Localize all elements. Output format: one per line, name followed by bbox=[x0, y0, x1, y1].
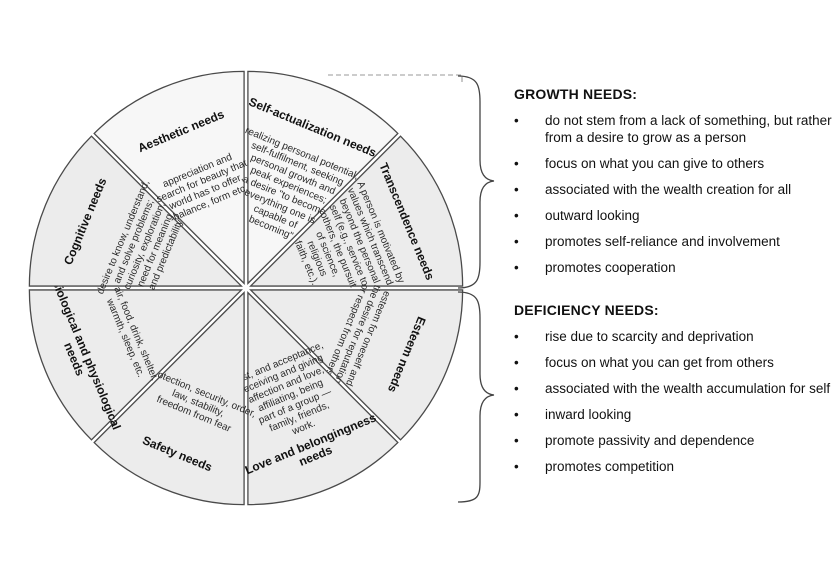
list-item-text: associated with the wealth creation for … bbox=[545, 182, 792, 197]
growth-brace bbox=[457, 75, 495, 289]
bullet: • bbox=[514, 381, 519, 396]
growth-needs-panel: GROWTH NEEDS: • do not stem from a lack o… bbox=[514, 86, 832, 285]
list-item-text: rise due to scarcity and deprivation bbox=[545, 329, 754, 344]
bullet: • bbox=[514, 156, 519, 171]
list-item-text: focus on what you can give to others bbox=[545, 156, 765, 171]
bullet: • bbox=[514, 113, 519, 128]
bullet: • bbox=[514, 355, 519, 370]
list-item: • outward looking bbox=[514, 207, 832, 224]
segment-love bbox=[247, 291, 399, 506]
bullet: • bbox=[514, 260, 519, 275]
segment-cognitive bbox=[28, 135, 243, 287]
segment-safety bbox=[93, 291, 245, 506]
list-item-text: associated with the wealth accumulation … bbox=[545, 381, 831, 396]
segment-biological bbox=[28, 289, 243, 441]
bullet: • bbox=[514, 433, 519, 448]
deficiency-brace bbox=[457, 291, 495, 503]
bullet: • bbox=[514, 208, 519, 223]
list-item-text: do not stem from a lack of something, bu… bbox=[545, 113, 832, 145]
list-item-text: outward looking bbox=[545, 208, 640, 223]
list-item-text: promotes competition bbox=[545, 459, 675, 474]
segment-description-transcendence: A person is motivated byvalues which tra… bbox=[280, 180, 406, 316]
bullet: • bbox=[514, 407, 519, 422]
list-item: • focus on what you can give to others bbox=[514, 155, 832, 172]
bullet: • bbox=[514, 459, 519, 474]
list-item-text: promotes self-reliance and involvement bbox=[545, 234, 780, 249]
bullet: • bbox=[514, 182, 519, 197]
list-item: • associated with the wealth accumulation… bbox=[514, 380, 832, 397]
deficiency-needs-heading: DEFICIENCY NEEDS: bbox=[514, 302, 659, 318]
list-item-text: inward looking bbox=[545, 407, 632, 422]
list-item: • focus on what you can get from others bbox=[514, 354, 832, 371]
list-item: • inward looking bbox=[514, 406, 832, 423]
list-item: • associated with the wealth creation for… bbox=[514, 181, 832, 198]
list-item: • promotes self-reliance and involvement bbox=[514, 233, 832, 250]
growth-needs-heading: GROWTH NEEDS: bbox=[514, 86, 638, 102]
list-item: • rise due to scarcity and deprivation bbox=[514, 328, 832, 345]
list-item: • promotes competition bbox=[514, 458, 832, 475]
dashed-connector bbox=[328, 74, 463, 82]
bullet: • bbox=[514, 234, 519, 249]
deficiency-needs-panel: DEFICIENCY NEEDS: • rise due to scarcity … bbox=[514, 302, 832, 484]
bullet: • bbox=[514, 329, 519, 344]
list-item: • promotes cooperation bbox=[514, 259, 832, 276]
list-item: • promote passivity and dependence bbox=[514, 432, 832, 449]
segment-esteem bbox=[249, 289, 464, 441]
segment-self-actualization bbox=[247, 70, 399, 285]
segment-description-self-actualization: realizing personal potential,self-fulfil… bbox=[213, 125, 360, 256]
segment-aesthetic bbox=[93, 70, 245, 285]
list-item-text: promotes cooperation bbox=[545, 260, 676, 275]
growth-needs-list: • do not stem from a lack of something, b… bbox=[514, 112, 832, 276]
deficiency-needs-list: • rise due to scarcity and deprivation • f… bbox=[514, 328, 832, 475]
list-item-text: focus on what you can get from others bbox=[545, 355, 774, 370]
list-item-text: promote passivity and dependence bbox=[545, 433, 755, 448]
segment-transcendence bbox=[249, 135, 464, 287]
list-item: • do not stem from a lack of something, b… bbox=[514, 112, 832, 146]
